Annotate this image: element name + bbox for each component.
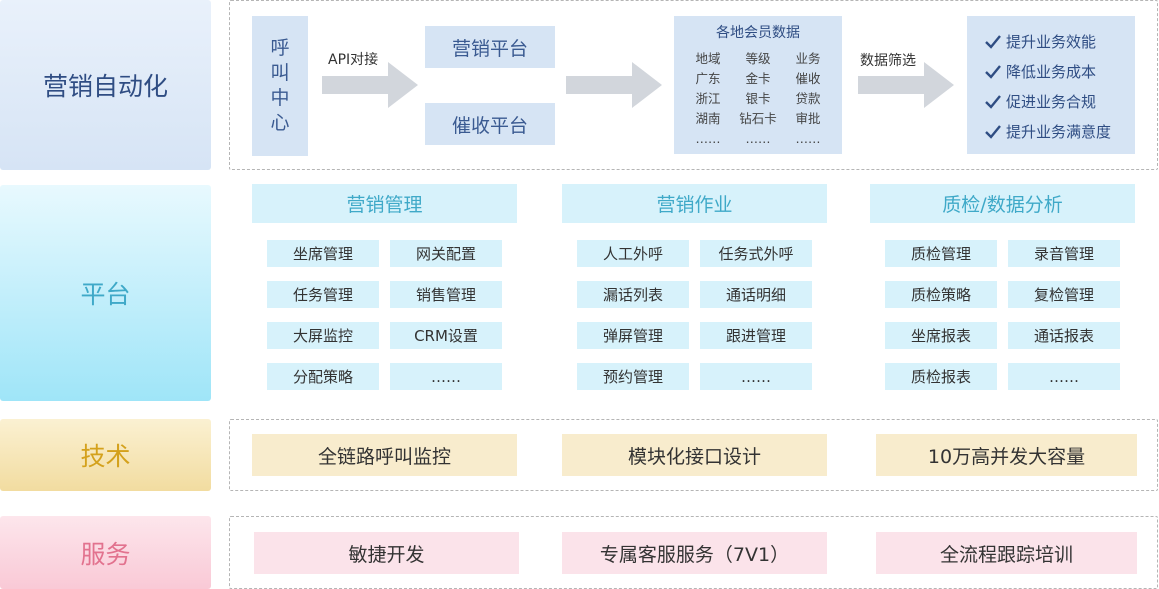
platform-item: CRM设置: [390, 322, 502, 349]
call-center-char: 叫: [270, 62, 290, 84]
member-data-cell: ……: [695, 131, 721, 146]
platform-section-title: 营销作业: [562, 184, 827, 223]
tech-container: [229, 419, 1158, 491]
marketing-platform-box: 营销平台: [425, 26, 555, 68]
service-item: 专属客服服务（7V1）: [562, 532, 827, 574]
platform-item: 网关配置: [390, 240, 502, 267]
arrow-right-icon: [566, 62, 662, 108]
platform-item: 任务式外呼: [700, 240, 812, 267]
member-data-cell: 银卡: [745, 91, 771, 106]
benefit-item: 促进业务合规: [984, 91, 1096, 112]
platform-item: 漏话列表: [577, 281, 689, 308]
platform-item: 大屏监控: [267, 322, 379, 349]
platform-item: 分配策略: [267, 363, 379, 390]
member-data-cell: 浙江: [695, 91, 721, 106]
platform-item: ……: [700, 363, 812, 390]
member-data-cell: 审批: [795, 111, 821, 126]
platform-item: ……: [390, 363, 502, 390]
call-center-box: 呼 叫 中 心: [252, 16, 308, 156]
platform-item: 质检管理: [885, 240, 997, 267]
platform-item: 质检报表: [885, 363, 997, 390]
member-data-cell: 催收: [795, 71, 821, 86]
tech-item: 全链路呼叫监控: [252, 434, 517, 476]
call-center-char: 心: [270, 112, 290, 134]
member-data-title: 各地会员数据: [716, 25, 800, 41]
platform-item: 弹屏管理: [577, 322, 689, 349]
service-item: 敏捷开发: [254, 532, 519, 574]
platform-item: ……: [1008, 363, 1120, 390]
member-data-cell: 湖南: [695, 111, 721, 126]
member-data-cell: 等级: [745, 51, 771, 66]
checkmark-icon: [985, 124, 1001, 139]
call-center-char: 呼: [270, 37, 290, 59]
member-data-cell: 广东: [695, 71, 721, 86]
checkmark-icon: [985, 94, 1001, 109]
member-data-cell: 贷款: [795, 91, 821, 106]
platform-item: 通话报表: [1008, 322, 1120, 349]
member-data-cell: 金卡: [745, 71, 771, 86]
platform-section-title: 质检/数据分析: [870, 184, 1135, 223]
arrow-right-icon: [858, 62, 954, 108]
service-item: 全流程跟踪培训: [876, 532, 1137, 574]
platform-section-title: 营销管理: [252, 184, 517, 223]
platform-item: 预约管理: [577, 363, 689, 390]
platform-item: 任务管理: [267, 281, 379, 308]
benefit-label: 提升业务效能: [1006, 33, 1097, 51]
platform-item: 质检策略: [885, 281, 997, 308]
platform-item: 人工外呼: [577, 240, 689, 267]
member-data-cell: ……: [745, 131, 771, 146]
platform-item: 通话明细: [700, 281, 812, 308]
row-label-platform: 平台: [0, 185, 211, 401]
platform-item: 复检管理: [1008, 281, 1120, 308]
benefit-item: 提升业务效能: [984, 31, 1096, 52]
api-label: API对接: [328, 52, 379, 68]
tech-item: 模块化接口设计: [562, 434, 827, 476]
arrow-right-icon: [322, 62, 418, 108]
filter-label: 数据筛选: [860, 53, 916, 69]
row-label-tech: 技术: [0, 419, 211, 491]
member-data-cell: ……: [795, 131, 821, 146]
member-data-box: [674, 16, 842, 154]
row-label-marketing-automation: 营销自动化: [0, 0, 211, 170]
call-center-char: 中: [270, 87, 290, 109]
checkmark-icon: [985, 34, 1001, 49]
benefit-label: 降低业务成本: [1006, 63, 1097, 81]
benefit-item: 提升业务满意度: [984, 121, 1111, 142]
collection-platform-box: 催收平台: [425, 103, 555, 145]
platform-item: 录音管理: [1008, 240, 1120, 267]
tech-item: 10万高并发大容量: [876, 434, 1137, 476]
benefit-label: 提升业务满意度: [1006, 123, 1112, 141]
platform-item: 跟进管理: [700, 322, 812, 349]
member-data-table: 地域 等级 业务 广东 金卡 催收 浙江 银卡 贷款 湖南 钻石卡 审批 …… …: [683, 50, 833, 147]
platform-item: 销售管理: [390, 281, 502, 308]
row-label-service: 服务: [0, 516, 211, 589]
benefit-label: 促进业务合规: [1006, 93, 1097, 111]
platform-item: 坐席报表: [885, 322, 997, 349]
member-data-cell: 钻石卡: [739, 111, 777, 126]
marketing-flow-container: [229, 0, 1158, 170]
platform-item: 坐席管理: [267, 240, 379, 267]
member-data-cell: 业务: [795, 51, 821, 66]
checkmark-icon: [985, 64, 1001, 79]
benefit-item: 降低业务成本: [984, 61, 1096, 82]
member-data-cell: 地域: [695, 51, 721, 66]
